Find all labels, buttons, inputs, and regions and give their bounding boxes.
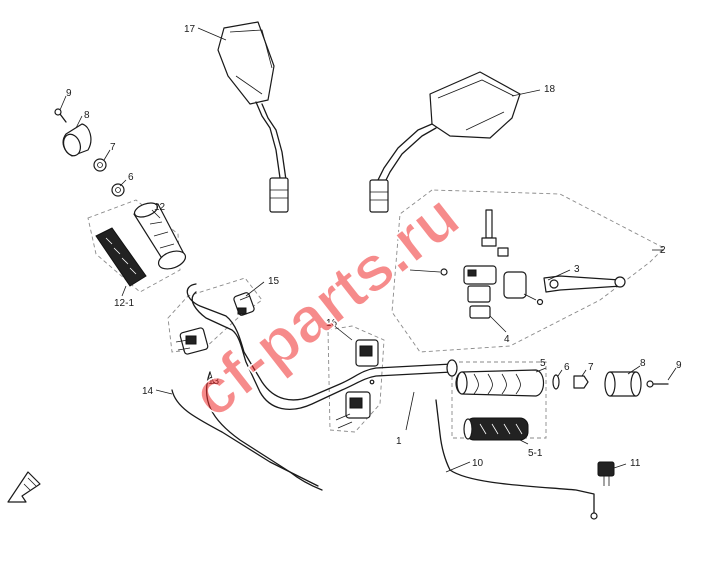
- throttle-cable: [435, 399, 595, 515]
- clutch-cable: [205, 371, 323, 491]
- callout-1: 1: [396, 436, 402, 447]
- right-mirror: [369, 71, 521, 213]
- grip-dashed-outline: [451, 361, 547, 439]
- left-switch-dashed-outline: [167, 277, 263, 353]
- callout-5-1: 5-1: [528, 448, 543, 459]
- callout-17: 17: [184, 24, 196, 35]
- callout-8-right: 8: [640, 358, 646, 369]
- callout-10: 10: [472, 458, 484, 469]
- callout-8-left: 8: [84, 110, 90, 121]
- callout-12-1: 12-1: [114, 298, 134, 309]
- choke-cable: [171, 389, 319, 487]
- callout-12: 12: [154, 202, 166, 213]
- callout-5: 5: [540, 358, 546, 369]
- brake-master-cylinder: [409, 209, 544, 319]
- callout-9-right: 9: [676, 360, 682, 371]
- leader-lines: [59, 27, 677, 473]
- right-switch-dashed-outline: [327, 325, 385, 433]
- callout-3: 3: [574, 264, 580, 275]
- callout-6-left: 6: [128, 172, 134, 183]
- callout-15: 15: [268, 276, 280, 287]
- callout-2: 2: [660, 245, 666, 256]
- callout-14: 14: [142, 386, 154, 397]
- callout-7-right: 7: [588, 362, 594, 373]
- control-group-dashed-outline: [391, 189, 665, 353]
- callout-18: 18: [544, 84, 556, 95]
- left-mirror: [217, 21, 289, 213]
- left-grip: [95, 202, 187, 287]
- brake-lever: [543, 275, 626, 293]
- front-direction-arrow: [7, 471, 41, 503]
- left-switch-clamp: [175, 292, 255, 355]
- callout-11: 11: [630, 458, 641, 469]
- right-bar-end: [552, 371, 669, 397]
- callout-7-left: 7: [110, 142, 116, 153]
- grip-cover: [463, 417, 529, 441]
- watermark: cf-parts.ru: [178, 179, 472, 431]
- callout-13: 13: [208, 376, 220, 387]
- left-bar-end: [54, 108, 125, 197]
- callout-9-left: 9: [66, 88, 72, 99]
- sensor-connector: [597, 461, 615, 486]
- right-switch: [335, 339, 379, 429]
- callout-16: 16: [326, 318, 338, 329]
- callout-4: 4: [504, 334, 510, 345]
- throttle-grip: [455, 369, 545, 397]
- left-grip-dashed-outline: [87, 199, 181, 293]
- callout-labels: 17 18 9 8 7 6 12 12-1 15 16 2 3 4 5 5-1 …: [66, 24, 682, 469]
- callout-6-right: 6: [564, 362, 570, 373]
- handlebar: [186, 283, 458, 410]
